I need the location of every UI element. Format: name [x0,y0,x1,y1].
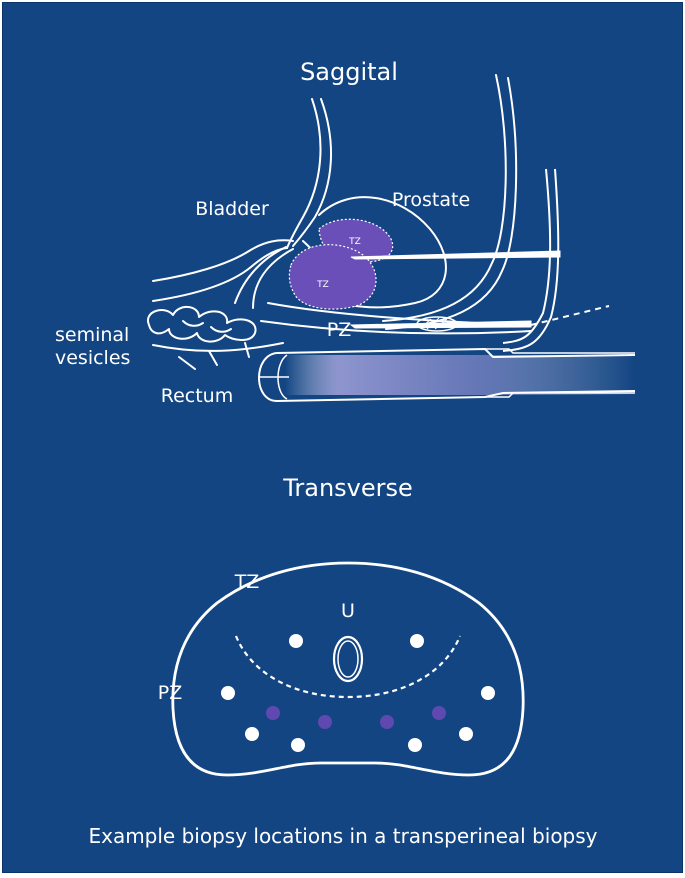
needle-upper [350,250,561,260]
core-peripheral [410,634,424,648]
ultrasound-probe [258,347,636,402]
lesion-target [416,316,458,332]
pelvic-floor-line-2 [152,239,294,282]
figure-caption: Example biopsy locations in a transperin… [88,824,597,848]
pz-transverse-label: PZ [158,682,182,704]
sagittal-anatomy [147,74,532,370]
tz-upper-label: TZ [348,237,361,247]
prostate-outline [171,561,525,777]
core-transition [432,706,446,720]
bladder-base-2 [252,248,294,309]
rectum-label: Rectum [161,385,233,407]
biopsy-needles [349,250,610,332]
tz-pz-boundary [234,635,462,699]
perineum-line-outer [382,74,507,322]
transition-zone-lower [288,244,377,310]
tz-lower-label: TZ [316,280,329,290]
pelvic-floor-line-1 [152,247,288,302]
core-peripheral [245,727,259,741]
diagram-canvas: Saggital TZ TZ [55,58,636,848]
core-transition [380,715,394,729]
pz-sagittal-label: PZ [327,319,351,341]
bladder-wall-outer [286,98,322,249]
sagittal-zones: TZ TZ [288,218,394,310]
transverse-section [171,561,525,777]
core-peripheral [481,686,495,700]
core-peripheral [289,634,303,648]
rectum-fold-1 [152,342,284,352]
core-peripheral [291,738,305,752]
tz-transverse-label: TZ [234,571,260,593]
bladder-label: Bladder [195,198,269,220]
core-peripheral [221,686,235,700]
seminal-vesicles-label-line1: seminal [55,324,129,346]
transverse-title: Transverse [282,474,413,502]
core-peripheral [408,738,422,752]
seminal-vesicles-label-line2: vesicles [55,347,130,369]
bladder-wall-inner [292,98,333,247]
biopsy-cores [221,634,495,752]
core-transition [318,715,332,729]
seminal-vesicles [147,306,257,343]
core-transition [266,706,280,720]
needle-trajectory [530,305,610,326]
needle-guide [502,168,560,352]
prostate-label: Prostate [392,189,470,211]
urethra-inner [337,640,359,678]
core-peripheral [459,727,473,741]
rectal-wall-upper [260,320,532,335]
sagittal-title: Saggital [300,58,398,86]
urethra-label: U [341,600,355,622]
urethra-outer [332,635,364,683]
